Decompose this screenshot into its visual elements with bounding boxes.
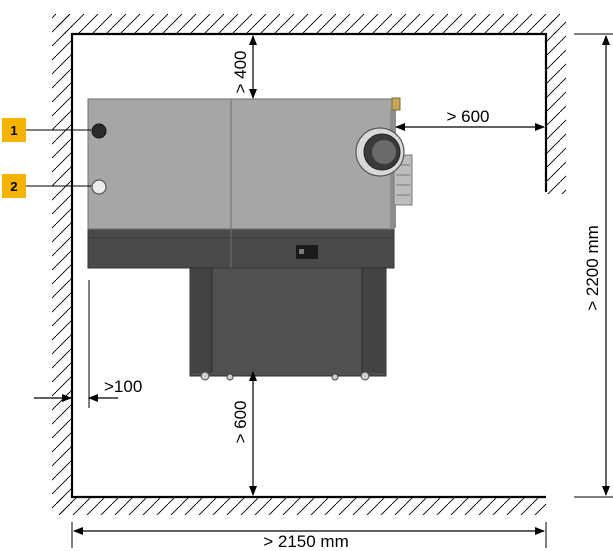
pedestal-foot [200,371,210,381]
dimension-label-height: > 2200 mm [583,225,602,311]
dimension-room-height: > 2200 mm [574,33,613,498]
dimension-front-clearance: > 600 [231,371,257,496]
callout-2-label: 2 [10,179,17,194]
dimension-top-clearance: > 400 [231,35,257,99]
callout-2: 2 [2,174,91,198]
callout-1: 1 [2,118,91,142]
pedestal-side-left [190,265,212,373]
dimension-label-front: > 600 [231,400,250,443]
connection-1 [91,123,107,139]
connection-2 [91,179,107,195]
dimension-room-width: > 2150 mm [71,522,547,551]
boiler-base [87,227,395,269]
dimension-label-left: >100 [104,377,142,396]
dimension-left-clearance: >100 [34,280,142,408]
dimension-right-clearance: > 600 [395,107,545,131]
dimension-label-top: > 400 [231,50,250,93]
boiler-body [87,98,395,230]
control-module-detail [299,249,304,254]
pedestal-foot [226,373,234,381]
flue-bracket [391,97,401,111]
right-wall-hatch [546,14,566,194]
top-wall-hatch [56,14,556,34]
pedestal-foot [331,373,339,381]
boiler-pedestal [189,261,387,377]
bottom-wall-hatch [56,497,546,515]
dimension-label-width: > 2150 mm [263,532,349,551]
control-module [296,245,318,259]
callout-1-box [2,118,26,142]
boiler-top-view [87,97,413,381]
room-walls [52,14,566,515]
callout-2-box [2,174,26,198]
flue-pipe-inner [372,140,396,164]
pedestal-side-right [362,265,386,373]
room-outline [70,32,548,499]
callout-1-label: 1 [10,123,17,138]
dimension-label-right: > 600 [446,107,489,126]
left-wall-hatch [52,14,72,514]
pedestal-foot [360,371,370,381]
